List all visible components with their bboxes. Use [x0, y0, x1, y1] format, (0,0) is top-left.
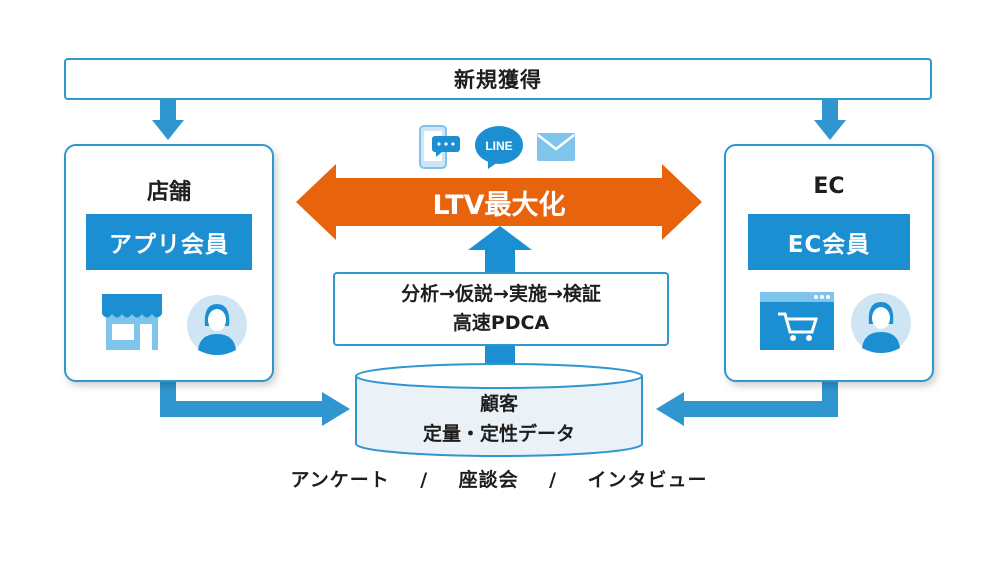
line-icon: LINE	[475, 126, 523, 169]
ltv-double-arrow	[296, 164, 702, 240]
app-member-label: アプリ会員	[86, 214, 252, 270]
method-separator: /	[549, 469, 558, 491]
ec-member-label: EC会員	[748, 214, 910, 270]
ec-box: EC EC会員	[724, 144, 934, 382]
arrow-up-to-ltv	[468, 226, 532, 274]
arrow-store-to-database-head	[322, 392, 350, 426]
customer-data-label: 顧客 定量・定性データ	[356, 386, 642, 452]
person-icon	[187, 295, 247, 355]
ec-title: EC	[813, 174, 845, 199]
arrow-down-to-store	[152, 100, 184, 140]
arrow-store-to-database	[160, 382, 326, 417]
new-acquisition-bar: 新規獲得	[64, 58, 932, 100]
customer-database	[355, 363, 643, 457]
smartphone-chat-icon	[419, 125, 460, 169]
new-acquisition-label: 新規獲得	[454, 68, 542, 92]
pdca-cycle-text: 分析→仮説→実施→検証	[401, 283, 601, 305]
ltv-label: LTV最大化	[432, 189, 566, 221]
person-icon	[851, 293, 911, 353]
research-methods: アンケート / 座談会 / インタビュー	[0, 465, 998, 492]
ec-browser-cart-icon	[760, 292, 834, 350]
store-box: 店舗 アプリ会員	[64, 144, 274, 382]
pdca-title: 高速PDCA	[452, 312, 550, 334]
arrow-ec-to-database-head	[656, 392, 684, 426]
method-roundtable: 座談会	[458, 469, 519, 491]
customer-label: 顧客	[479, 393, 518, 415]
data-type-label: 定量・定性データ	[422, 423, 575, 445]
arrow-ec-to-database	[680, 382, 838, 417]
method-interview: インタビュー	[587, 469, 708, 491]
storefront-icon	[102, 294, 162, 350]
method-survey: アンケート	[290, 469, 390, 491]
store-title: 店舗	[146, 180, 191, 205]
mail-icon	[537, 133, 575, 161]
arrow-down-to-ec	[814, 100, 846, 140]
pdca-box: 分析→仮説→実施→検証 高速PDCA	[333, 272, 669, 346]
line-icon-text: LINE	[485, 139, 512, 153]
method-separator: /	[420, 469, 429, 491]
